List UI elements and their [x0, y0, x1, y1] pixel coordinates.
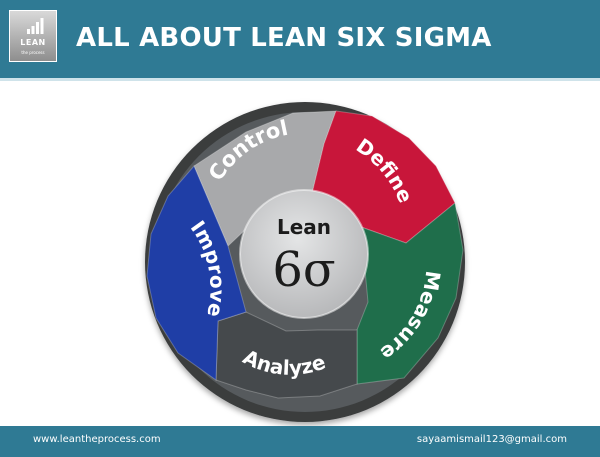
logo: LEAN the process	[9, 10, 57, 62]
website-link[interactable]: www.leantheprocess.com	[33, 434, 161, 445]
center-symbol: 6σ	[272, 242, 335, 298]
logo-text: LEAN	[20, 38, 46, 47]
segment-analyze	[215, 311, 358, 399]
header-banner: LEAN the process ALL ABOUT LEAN SIX SIGM…	[0, 0, 600, 78]
center-top-label: Lean	[277, 215, 331, 239]
bar-chart-icon	[27, 18, 44, 34]
logo-subtext: the process	[21, 50, 45, 55]
header-divider	[0, 78, 600, 81]
segment-improve	[146, 165, 247, 381]
cycle-segments	[146, 110, 464, 399]
contact-email[interactable]: sayaamismail123@gmail.com	[416, 434, 567, 445]
page-title: ALL ABOUT LEAN SIX SIGMA	[76, 23, 492, 53]
footer-banner: www.leantheprocess.com sayaamismail123@g…	[0, 426, 600, 457]
center-disc	[239, 189, 369, 319]
